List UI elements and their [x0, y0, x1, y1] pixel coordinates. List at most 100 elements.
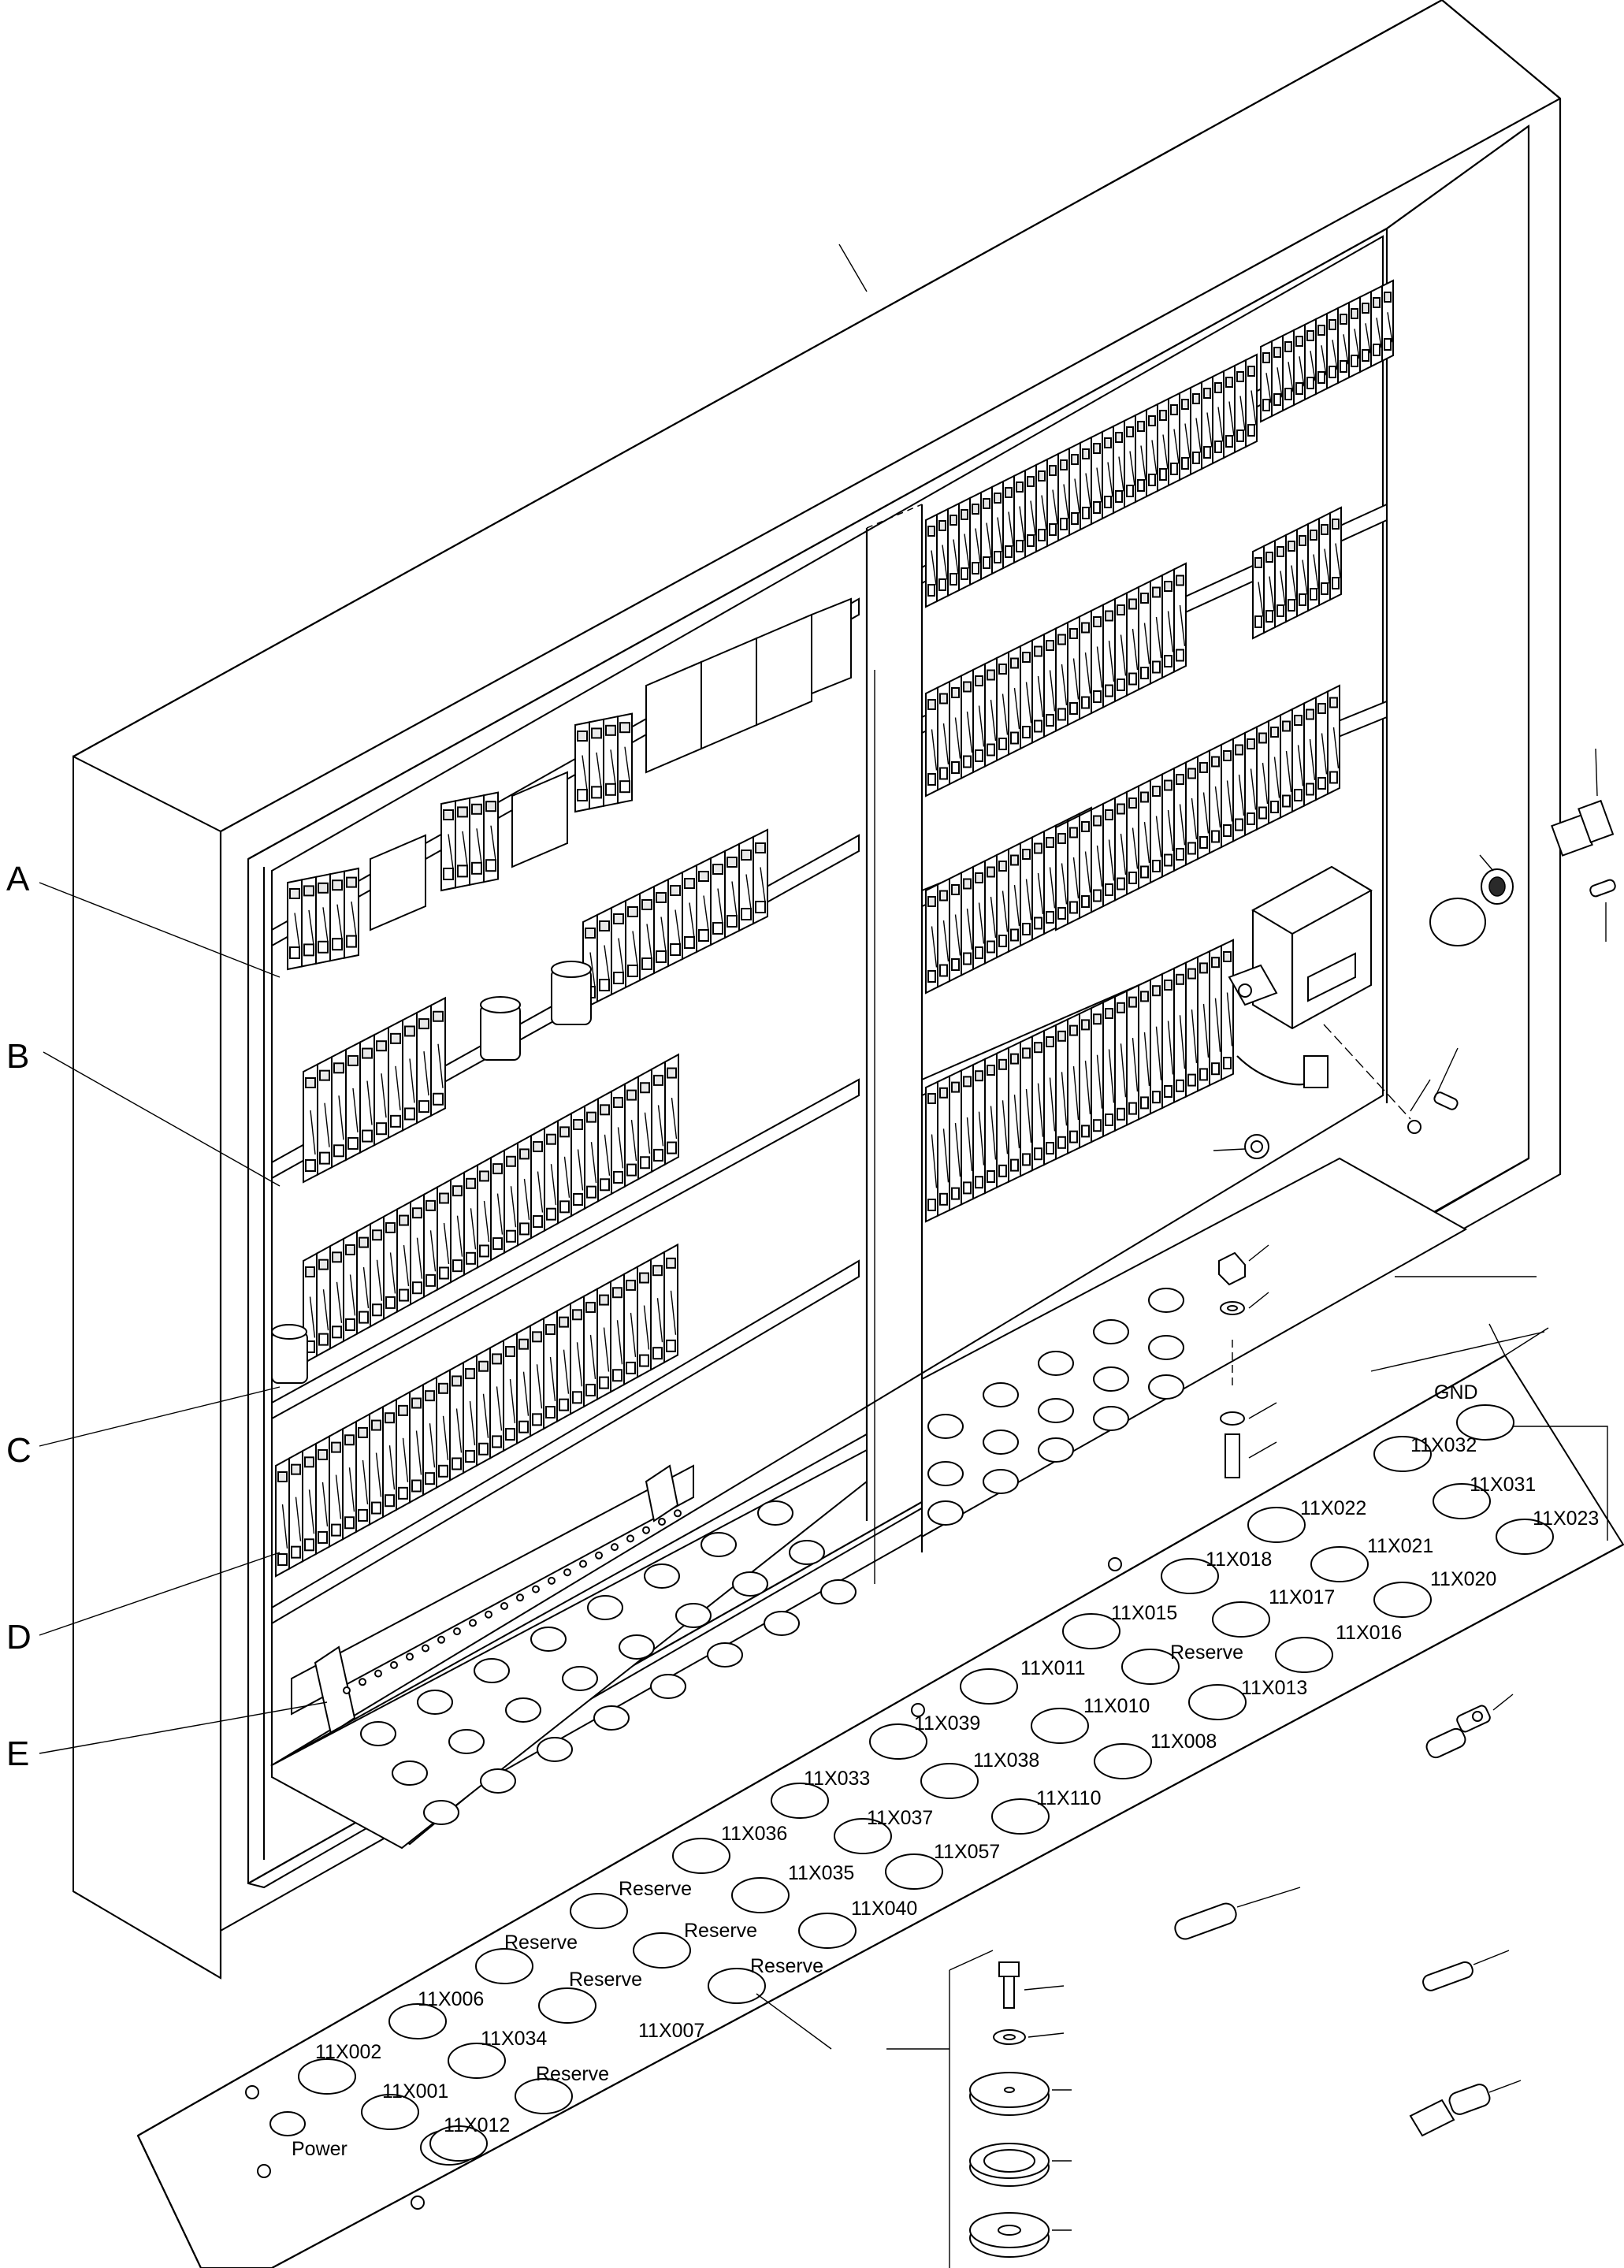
plate-hole: [1093, 1366, 1129, 1392]
terminal-block: [1185, 755, 1198, 867]
terminal-block: [1263, 539, 1276, 634]
terminal-block: [617, 712, 633, 805]
terminal-block: [984, 1052, 998, 1195]
gland-plate-label: 11X040: [851, 1898, 917, 1920]
terminal-block: [440, 800, 456, 892]
terminal-block: [1293, 323, 1306, 407]
cable-entry-hole: [1062, 1613, 1120, 1649]
terminal-block: [1008, 645, 1021, 757]
gland-plate-label: 11X033: [804, 1768, 870, 1790]
gland-plate-label: GND: [1434, 1381, 1478, 1404]
terminal-block: [1370, 284, 1383, 368]
terminal-block: [476, 1346, 491, 1467]
exploded-gland-plate: [136, 1323, 1624, 2268]
terminal-block: [570, 1295, 585, 1415]
bracket-hole: [516, 1593, 524, 1602]
terminal-block: [437, 1178, 452, 1292]
plate-small-hole: [911, 1703, 925, 1717]
terminal-block: [625, 892, 641, 989]
bracket-hole: [406, 1653, 414, 1661]
terminal-block: [949, 674, 962, 786]
terminal-block: [1114, 591, 1128, 703]
gland-plate-label: 11X012: [444, 2114, 510, 2136]
terminal-block: [1126, 983, 1139, 1127]
terminal-block: [504, 1141, 518, 1255]
cable-entry-hole: [731, 1877, 790, 1913]
terminal-block: [958, 496, 971, 592]
callout-b: B: [6, 1037, 29, 1076]
gland-plate-label: 11X036: [721, 1823, 787, 1845]
cable-entry-hole: [672, 1838, 730, 1874]
gland-plate-label: 11X035: [788, 1862, 854, 1884]
terminal-block: [936, 508, 949, 603]
terminal-block: [1035, 458, 1048, 553]
bracket-hole: [674, 1509, 682, 1518]
terminal-block: [1031, 830, 1045, 942]
terminal-block: [1135, 408, 1147, 504]
terminal-block: [961, 668, 974, 780]
bracket-hole: [359, 1678, 366, 1686]
gland-plate-label: 11X021: [1367, 1535, 1433, 1557]
terminal-block: [317, 1055, 333, 1177]
bracket-hole: [532, 1585, 540, 1593]
gland-plate-label: 11X013: [1241, 1677, 1307, 1699]
bracket-hole: [437, 1635, 445, 1644]
plate-hole: [983, 1430, 1019, 1455]
plate-hole: [474, 1658, 510, 1683]
plate-hole: [593, 1705, 630, 1731]
terminal-block: [369, 1405, 384, 1526]
bracket-hole: [453, 1627, 461, 1636]
gland-plate-label: 11X022: [1300, 1497, 1366, 1519]
terminal-block: [1091, 430, 1103, 526]
plate-hole: [423, 1800, 459, 1825]
gland-plate-label: 11X017: [1269, 1586, 1335, 1608]
terminal-block: [370, 1215, 385, 1328]
terminal-block: [1043, 1024, 1057, 1166]
plate-hole: [644, 1563, 680, 1589]
plate-hole: [1148, 1288, 1184, 1313]
terminal-block: [329, 1237, 344, 1350]
terminal-block: [1260, 340, 1273, 423]
gland-plate-small-holes: [245, 1557, 1122, 2210]
cable-entry-hole: [1031, 1708, 1089, 1744]
terminal-block: [1150, 772, 1163, 884]
terminal-block: [961, 1063, 974, 1206]
terminal-block: [1126, 784, 1139, 896]
cable-entry-hole: [960, 1668, 1018, 1705]
terminal-block: [1329, 506, 1342, 601]
plate-hole: [650, 1674, 686, 1699]
terminal-block: [430, 996, 446, 1117]
plate-hole: [1038, 1351, 1074, 1376]
gland-plate-label: Reserve: [536, 2063, 609, 2085]
cable-entry-hole: [1094, 1743, 1152, 1779]
gland-plate-holes: [269, 1404, 1554, 2166]
terminal-block: [1291, 701, 1305, 813]
terminal-block: [557, 1112, 572, 1225]
gland-plate-label: 11X039: [914, 1712, 980, 1734]
terminal-block: [972, 1058, 986, 1200]
terminal-block: [1326, 307, 1339, 390]
terminal-block: [1124, 414, 1136, 509]
terminal-block: [1315, 312, 1328, 396]
gland-plate-label: 11X008: [1150, 1731, 1217, 1753]
terminal-block: [345, 1040, 361, 1162]
gland-plate-label: 11X023: [1533, 1508, 1599, 1530]
bracket-hole: [579, 1560, 587, 1568]
cable-entry-hole: [298, 2058, 356, 2095]
terminal-block: [543, 1309, 558, 1430]
inner-floor-plate-right: [921, 1157, 1468, 1538]
callout-e: E: [6, 1734, 29, 1773]
terminal-block: [1102, 425, 1114, 520]
terminal-block: [1080, 436, 1092, 531]
plate-hole: [983, 1382, 1019, 1407]
terminal-block: [1212, 370, 1225, 465]
terminal-block: [651, 1060, 666, 1173]
terminal-block: [1031, 633, 1045, 745]
terminal-block: [423, 1185, 438, 1299]
plate-small-hole: [1108, 1557, 1122, 1571]
plate-hole: [1148, 1335, 1184, 1360]
plate-hole: [927, 1414, 964, 1439]
terminal-block: [949, 871, 962, 983]
gland-plate-label: 11X032: [1410, 1434, 1477, 1456]
cable-entry-hole: [475, 1948, 533, 1984]
